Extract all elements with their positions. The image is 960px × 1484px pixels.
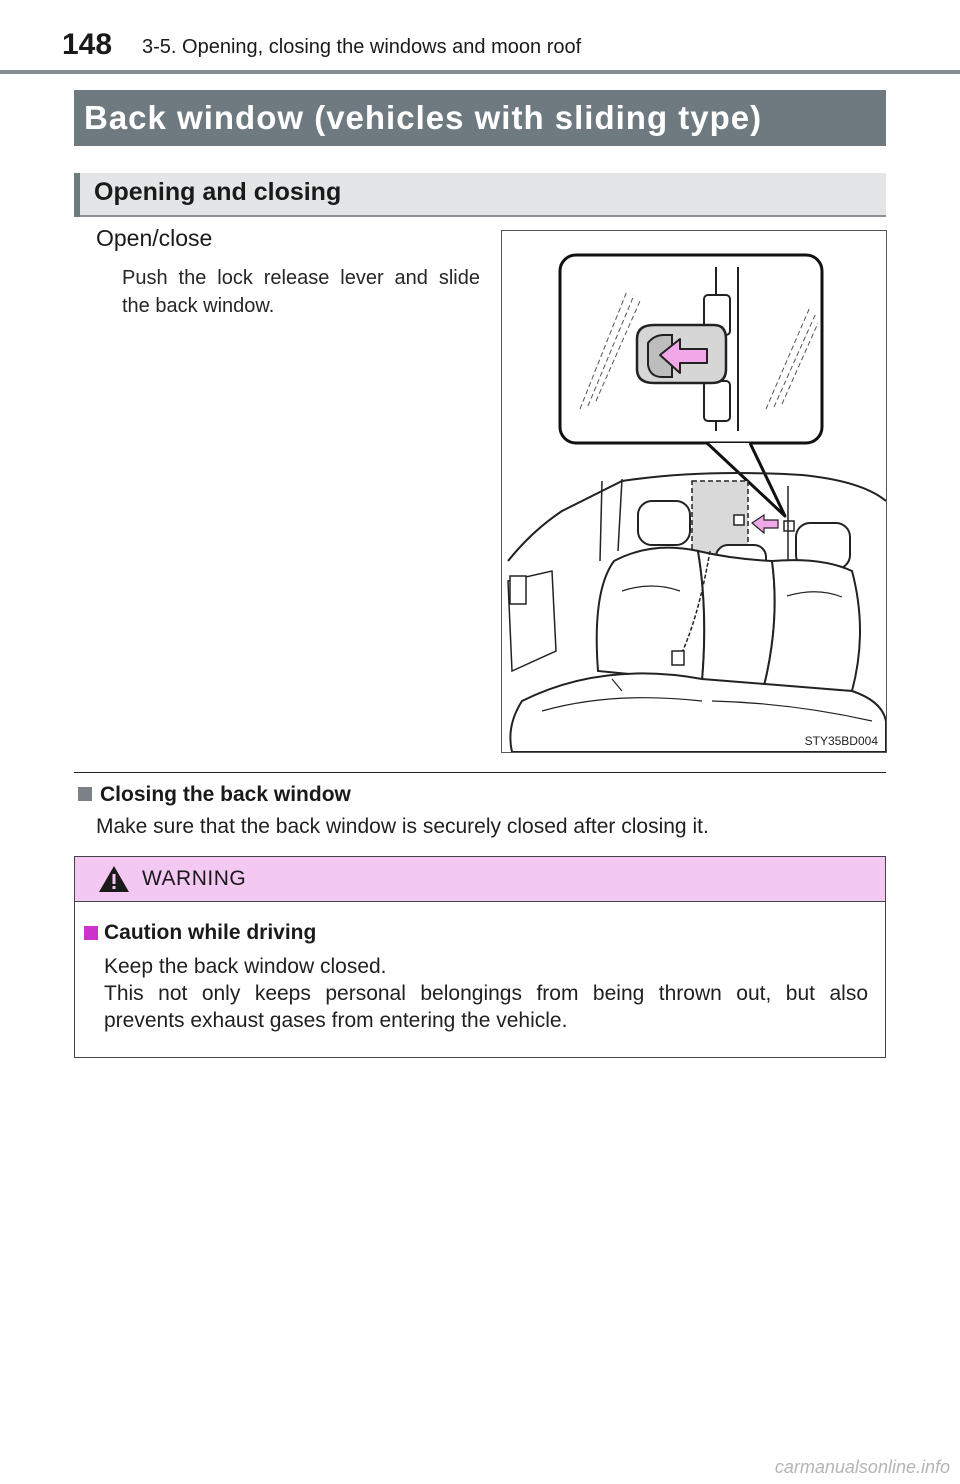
subsection-title: Opening and closing — [94, 178, 342, 206]
page-number: 148 — [62, 28, 113, 61]
watermark: carmanualsonline.info — [774, 1457, 950, 1477]
step-label: Open/close — [96, 225, 213, 251]
warning-line-3: prevents exhaust gases from entering the… — [104, 1009, 568, 1032]
subsection-banner — [74, 173, 886, 217]
section-divider — [74, 772, 886, 773]
warning-line-1: Keep the back window closed. — [104, 955, 387, 978]
section-banner — [74, 90, 886, 146]
warning-label: WARNING — [142, 867, 247, 890]
subsection-marker — [74, 173, 80, 217]
section-title: Back window (vehicles with sliding type) — [84, 99, 763, 136]
header-rule — [0, 70, 960, 74]
chapter-title: 3-5. Opening, closing the windows and mo… — [142, 36, 582, 58]
note-text: Make sure that the back window is secure… — [96, 815, 709, 838]
rear-seat-illustration — [507, 253, 886, 752]
note-bullet-icon — [78, 787, 92, 801]
note-heading: Closing the back window — [100, 783, 351, 806]
warning-triangle-icon — [99, 866, 129, 892]
illustration-figure: STY35BD004 — [501, 230, 887, 753]
warning-line-2: This not only keeps personal belongings … — [104, 982, 868, 1005]
warning-box — [74, 856, 886, 1058]
step-text: Push the lock release lever and slide th… — [122, 267, 480, 317]
warning-bullet-icon — [84, 926, 98, 940]
warning-header — [75, 857, 885, 902]
figure-code: STY35BD004 — [804, 734, 878, 748]
warning-heading: Caution while driving — [104, 921, 317, 944]
